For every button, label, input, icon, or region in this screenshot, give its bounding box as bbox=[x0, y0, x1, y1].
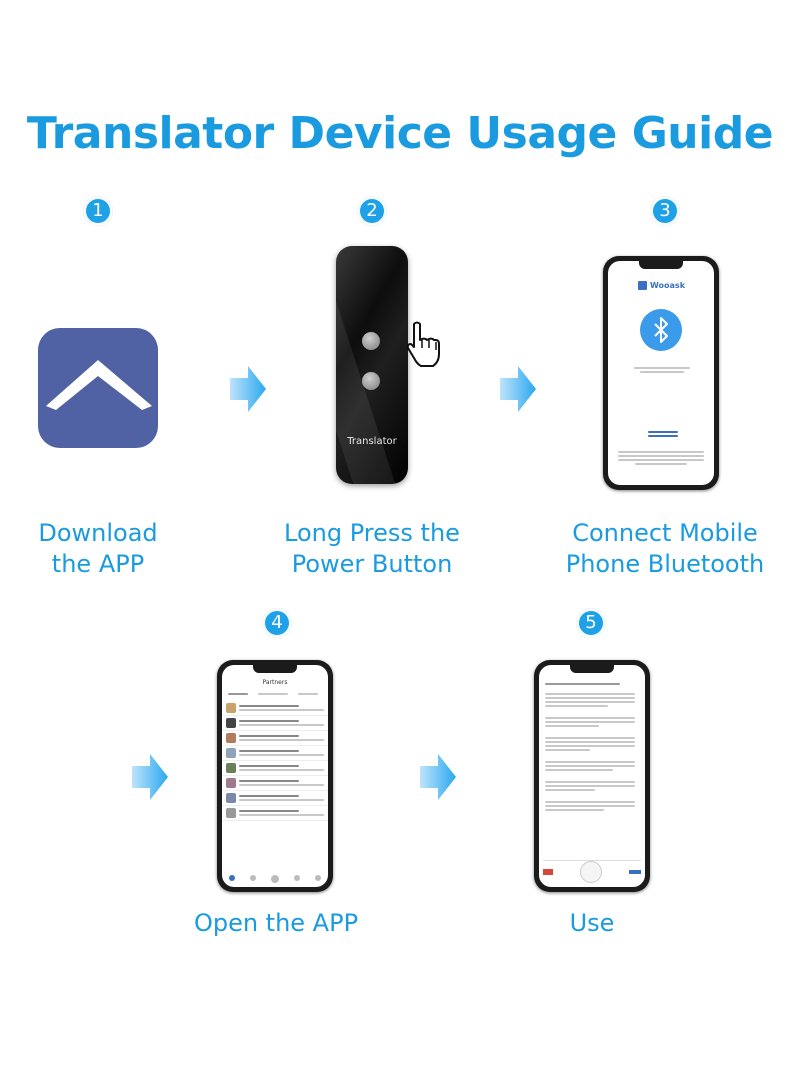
partners-header: Partners bbox=[262, 679, 288, 686]
list-item bbox=[222, 746, 328, 761]
list-item bbox=[222, 716, 328, 731]
arrow-right-icon bbox=[230, 366, 266, 412]
bottom-tab-bar bbox=[222, 875, 328, 883]
arrow-right-icon bbox=[132, 754, 168, 800]
phone-notch bbox=[570, 665, 614, 673]
bluetooth-circle bbox=[640, 309, 682, 351]
phone-screen bbox=[539, 665, 645, 887]
step-4-caption: Open the APP bbox=[193, 909, 359, 937]
app-logo-icon bbox=[38, 328, 158, 448]
step-1-caption-line1: Download bbox=[38, 519, 158, 547]
hand-pointer-icon bbox=[406, 321, 440, 367]
arrow-right-icon bbox=[500, 366, 536, 412]
instruction-lines bbox=[634, 365, 690, 375]
step-1-caption-line2: the APP bbox=[51, 550, 145, 578]
list-item bbox=[222, 806, 328, 821]
list-item bbox=[222, 791, 328, 806]
list-item bbox=[222, 776, 328, 791]
step-2-caption-line1: Long Press the bbox=[284, 519, 460, 547]
step-2-caption-line2: Power Button bbox=[291, 550, 453, 578]
partners-tabs bbox=[228, 691, 322, 697]
device-label: Translator bbox=[347, 436, 397, 447]
step-2-badge: 2 bbox=[357, 196, 387, 226]
phone-notch bbox=[253, 665, 297, 673]
step-5-caption: Use bbox=[569, 909, 615, 937]
phone-screen: Partners bbox=[222, 665, 328, 887]
footer-lines bbox=[618, 449, 704, 467]
phone-notch bbox=[639, 261, 683, 269]
translator-device: Translator bbox=[336, 246, 408, 484]
phone-partners: Partners bbox=[217, 660, 333, 892]
step-1-badge: 1 bbox=[83, 196, 113, 226]
step-4-badge: 4 bbox=[262, 608, 292, 638]
wooask-title: Wooask bbox=[650, 281, 686, 290]
bluetooth-icon bbox=[654, 317, 668, 343]
arrow-right-icon bbox=[420, 754, 456, 800]
step-1-caption: Download the APP bbox=[18, 518, 178, 580]
step-3-badge: 3 bbox=[650, 196, 680, 226]
list-item bbox=[222, 701, 328, 716]
list-item bbox=[222, 731, 328, 746]
translation-header bbox=[545, 681, 639, 687]
device-shine bbox=[336, 246, 396, 484]
wooask-logo-icon bbox=[638, 281, 647, 290]
step-3-caption: Connect Mobile Phone Bluetooth bbox=[560, 518, 770, 580]
chat-messages bbox=[545, 691, 635, 813]
list-item bbox=[222, 761, 328, 776]
page-title: Translator Device Usage Guide bbox=[26, 108, 774, 159]
phone-translation bbox=[534, 660, 650, 892]
translation-footer bbox=[543, 860, 641, 883]
partners-list bbox=[222, 701, 328, 821]
step-2-caption: Long Press the Power Button bbox=[272, 518, 472, 580]
phone-bluetooth: Wooask bbox=[603, 256, 719, 490]
step-3-caption-line2: Phone Bluetooth bbox=[565, 550, 765, 578]
step-3-caption-line1: Connect Mobile bbox=[572, 519, 758, 547]
connect-lines bbox=[648, 429, 678, 439]
phone-screen: Wooask bbox=[608, 261, 714, 485]
step-5-badge: 5 bbox=[576, 608, 606, 638]
wooask-header: Wooask bbox=[638, 281, 685, 290]
device-button-upper bbox=[362, 332, 380, 350]
device-button-lower bbox=[362, 372, 380, 390]
